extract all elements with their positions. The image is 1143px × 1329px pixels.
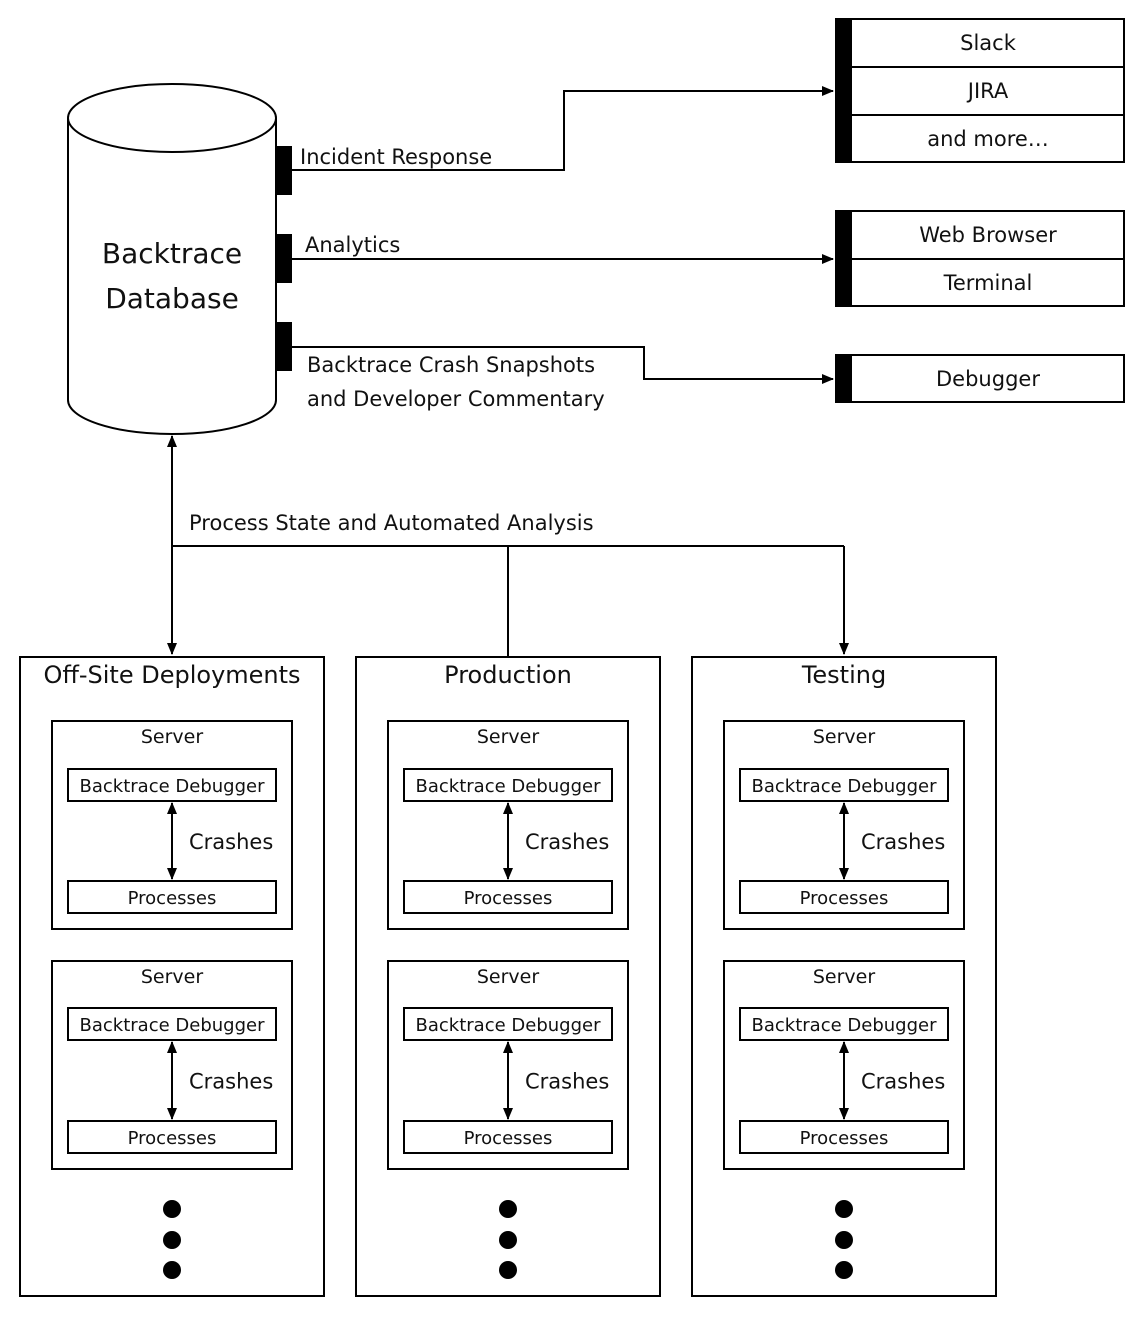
environment-title: Off-Site Deployments — [43, 661, 300, 689]
processes-box — [67, 1120, 277, 1154]
database-cylinder-top — [67, 83, 277, 153]
more-servers-dot — [163, 1261, 181, 1279]
processes-label: Processes — [128, 888, 217, 909]
server-title: Server — [141, 726, 203, 748]
crashes-label: Crashes — [861, 1070, 945, 1094]
processes-box — [67, 880, 277, 914]
more-servers-dot — [499, 1231, 517, 1249]
snapshots-label-line2: and Developer Commentary — [307, 387, 605, 411]
processes-label: Processes — [800, 1128, 889, 1149]
database-cylinder-body — [67, 118, 277, 435]
backtrace-debugger-label: Backtrace Debugger — [416, 776, 602, 797]
backtrace-debugger-box — [739, 768, 949, 802]
incident-outputs-box — [835, 18, 1125, 163]
port-incident-response — [276, 146, 292, 195]
incident-outputs: Slack JIRA and more… — [835, 18, 1125, 163]
more-servers-dot — [835, 1231, 853, 1249]
snapshot-outputs-box — [835, 354, 1125, 403]
backtrace-debugger-box — [67, 1007, 277, 1041]
server-title: Server — [813, 726, 875, 748]
crashes-label: Crashes — [189, 1070, 273, 1094]
processes-box — [739, 1120, 949, 1154]
more-servers-dot — [835, 1200, 853, 1218]
more-servers-dot — [499, 1261, 517, 1279]
server-title: Server — [141, 966, 203, 988]
database-title-line2: Database — [105, 282, 239, 315]
incident-response-label: Incident Response — [300, 145, 492, 169]
snapshot-outputs-bar — [836, 355, 852, 402]
analytics-outputs-bar — [836, 211, 852, 306]
backtrace-debugger-label: Backtrace Debugger — [80, 1015, 266, 1036]
processes-label: Processes — [464, 1128, 553, 1149]
environment-title: Production — [444, 661, 572, 689]
environment-title: Testing — [801, 661, 886, 689]
snapshots-arrow — [292, 346, 834, 384]
output-and-more: and more… — [927, 127, 1049, 151]
crashes-label: Crashes — [861, 830, 945, 854]
analytics-outputs: Web Browser Terminal — [835, 210, 1125, 307]
backtrace-debugger-label: Backtrace Debugger — [416, 1015, 602, 1036]
output-jira: JIRA — [966, 79, 1009, 103]
output-web-browser: Web Browser — [919, 223, 1057, 247]
crashes-label: Crashes — [525, 830, 609, 854]
more-servers-dot — [163, 1231, 181, 1249]
analytics-label: Analytics — [305, 233, 400, 257]
output-debugger: Debugger — [936, 367, 1040, 391]
backtrace-debugger-label: Backtrace Debugger — [752, 1015, 938, 1036]
port-analytics — [276, 234, 292, 283]
backtrace-debugger-box — [67, 768, 277, 802]
backtrace-debugger-label: Backtrace Debugger — [752, 776, 938, 797]
server-title: Server — [477, 726, 539, 748]
snapshots-label-line1: Backtrace Crash Snapshots — [307, 353, 595, 377]
backtrace-database: Backtrace Database — [67, 83, 277, 435]
processes-box — [403, 880, 613, 914]
more-servers-dot — [499, 1200, 517, 1218]
incident-outputs-bar — [836, 19, 852, 162]
backtrace-debugger-box — [403, 1007, 613, 1041]
port-snapshots — [276, 322, 292, 371]
processes-label: Processes — [128, 1128, 217, 1149]
crashes-label: Crashes — [189, 830, 273, 854]
processes-label: Processes — [800, 888, 889, 909]
output-slack: Slack — [960, 31, 1017, 55]
backtrace-debugger-label: Backtrace Debugger — [80, 776, 266, 797]
processes-box — [403, 1120, 613, 1154]
processes-box — [739, 880, 949, 914]
more-servers-dot — [163, 1200, 181, 1218]
backtrace-debugger-box — [739, 1007, 949, 1041]
process-state-label: Process State and Automated Analysis — [189, 511, 594, 535]
snapshot-outputs: Debugger — [835, 354, 1125, 403]
database-title-line1: Backtrace — [102, 237, 242, 270]
server-title: Server — [477, 966, 539, 988]
processes-label: Processes — [464, 888, 553, 909]
output-terminal: Terminal — [943, 271, 1033, 295]
more-servers-dot — [835, 1261, 853, 1279]
backtrace-debugger-box — [403, 768, 613, 802]
crashes-label: Crashes — [525, 1070, 609, 1094]
server-title: Server — [813, 966, 875, 988]
incident-response-arrow — [292, 86, 834, 171]
